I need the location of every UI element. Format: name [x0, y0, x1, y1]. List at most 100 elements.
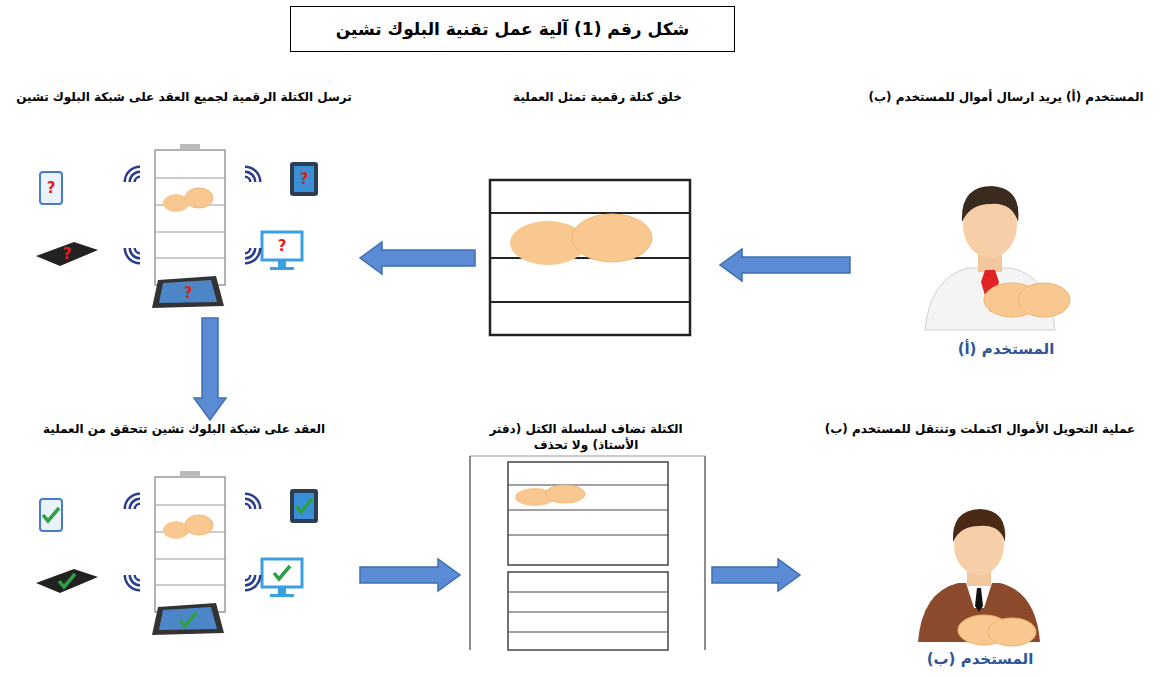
wifi-arc [124, 575, 141, 592]
step-region: خلق كتلة رقمية تمثل العملية [475, 88, 720, 348]
check-mark [180, 613, 196, 626]
block-row [490, 212, 690, 214]
step-caption: ترسل الكتلة الرقمية لجميع العقد على شبكة… [13, 90, 355, 106]
wifi-arc [245, 575, 252, 582]
wifi-arc [245, 493, 262, 510]
ledger-chain [470, 456, 705, 650]
hair [962, 186, 1019, 222]
wifi-arc [245, 575, 257, 587]
tablet-screen [294, 493, 314, 519]
server-cap [180, 144, 200, 150]
step-region: المستخدم (أ) يريد ارسال أموال للمستخدم (… [850, 88, 1162, 360]
hair [953, 509, 1005, 542]
block-row [490, 301, 690, 303]
wifi-arc [129, 171, 141, 183]
coin [988, 618, 1036, 646]
user-b-figure [918, 509, 1040, 646]
user-label: المستخدم (ب) [927, 650, 1034, 668]
node-network [36, 144, 318, 308]
wifi-arc [245, 248, 262, 265]
step-caption: الكتلة تضاف لسلسلة الكتل (دفتر الأستاذ) … [464, 422, 708, 453]
server-row [155, 585, 225, 586]
wifi-arc [124, 248, 141, 265]
ledger-frame [469, 456, 471, 650]
phone-flat-icon [36, 242, 98, 266]
flow-arrow [712, 559, 800, 591]
check-mark [274, 566, 290, 579]
tie [975, 588, 983, 612]
wifi-arc [245, 248, 257, 260]
coin [1018, 283, 1070, 317]
tablet-icon [290, 162, 318, 196]
flow-arrow [360, 559, 460, 591]
wifi-arc [129, 498, 141, 510]
wifi-arc [245, 575, 262, 592]
tablet-screen [294, 166, 314, 192]
wifi-arc [245, 248, 252, 255]
server-row [155, 178, 225, 179]
step-caption: المستخدم (أ) يريد ارسال أموال للمستخدم (… [866, 90, 1147, 106]
ledger-row [508, 592, 668, 593]
wifi-arc [245, 498, 257, 510]
step-region: العقد على شبكة البلوك تشين تتحقق من العم… [8, 420, 360, 670]
wifi-arc [134, 575, 141, 582]
monitor-icon [262, 559, 302, 587]
wifi-arc [129, 248, 141, 260]
step-caption: عملية التحويل الأموال اكتملت وتنتقل للمس… [822, 422, 1139, 438]
monitor-base [270, 267, 294, 270]
figure-title: شكل رقم (1) آلية عمل تقنية البلوك تشين [290, 6, 735, 52]
network-drawings [36, 144, 318, 635]
check-mark [59, 574, 75, 587]
monitor-stand [278, 261, 286, 267]
digital-block [490, 180, 690, 335]
flow-arrow [194, 318, 226, 420]
ledger-block [508, 462, 668, 565]
wifi-arc [245, 503, 252, 510]
user-label: المستخدم (أ) [958, 340, 1055, 358]
tablet-flat-screen [159, 280, 217, 303]
monitor-stand [278, 588, 286, 594]
phone-icon [40, 499, 62, 531]
server-row [155, 232, 225, 233]
node-network [36, 471, 318, 635]
flow-arrow [360, 242, 475, 274]
ledger-row [508, 612, 668, 613]
wifi-arc [124, 166, 141, 183]
server-stack [155, 150, 225, 285]
wifi-arc [124, 493, 141, 510]
coin [185, 188, 213, 208]
question-mark: ? [300, 172, 309, 187]
tablet-flat-icon [152, 276, 224, 308]
check-mark [43, 508, 59, 521]
block-frame [490, 180, 690, 335]
server-row [155, 559, 225, 560]
ledger-row [508, 510, 668, 511]
wifi-arc [134, 176, 141, 183]
phone-icon [40, 172, 62, 204]
flow-arrow [720, 249, 850, 281]
wifi-arc [129, 575, 141, 587]
question-mark: ? [47, 181, 56, 196]
wifi-arc [245, 176, 252, 183]
ledger-block [508, 572, 668, 650]
question-mark: ? [184, 286, 193, 301]
server-row [155, 258, 225, 259]
server-stack [155, 477, 225, 612]
monitor-base [270, 594, 294, 597]
wifi-arc [134, 248, 141, 255]
wifi-arc [245, 171, 257, 183]
user-a-figure [925, 186, 1070, 330]
server-row [155, 505, 225, 506]
step-region: ترسل الكتلة الرقمية لجميع العقد على شبكة… [8, 88, 360, 318]
step-region: عملية التحويل الأموال اكتملت وتنتقل للمس… [800, 420, 1160, 670]
wifi-arc [134, 503, 141, 510]
ledger-row [508, 485, 668, 486]
coin [572, 214, 652, 262]
ledger-frame [704, 456, 706, 650]
tablet-flat-icon [152, 603, 224, 635]
wifi-arc [245, 166, 262, 183]
ledger-frame [470, 455, 705, 457]
server-cap [180, 471, 200, 477]
phone-flat-icon [36, 569, 98, 593]
